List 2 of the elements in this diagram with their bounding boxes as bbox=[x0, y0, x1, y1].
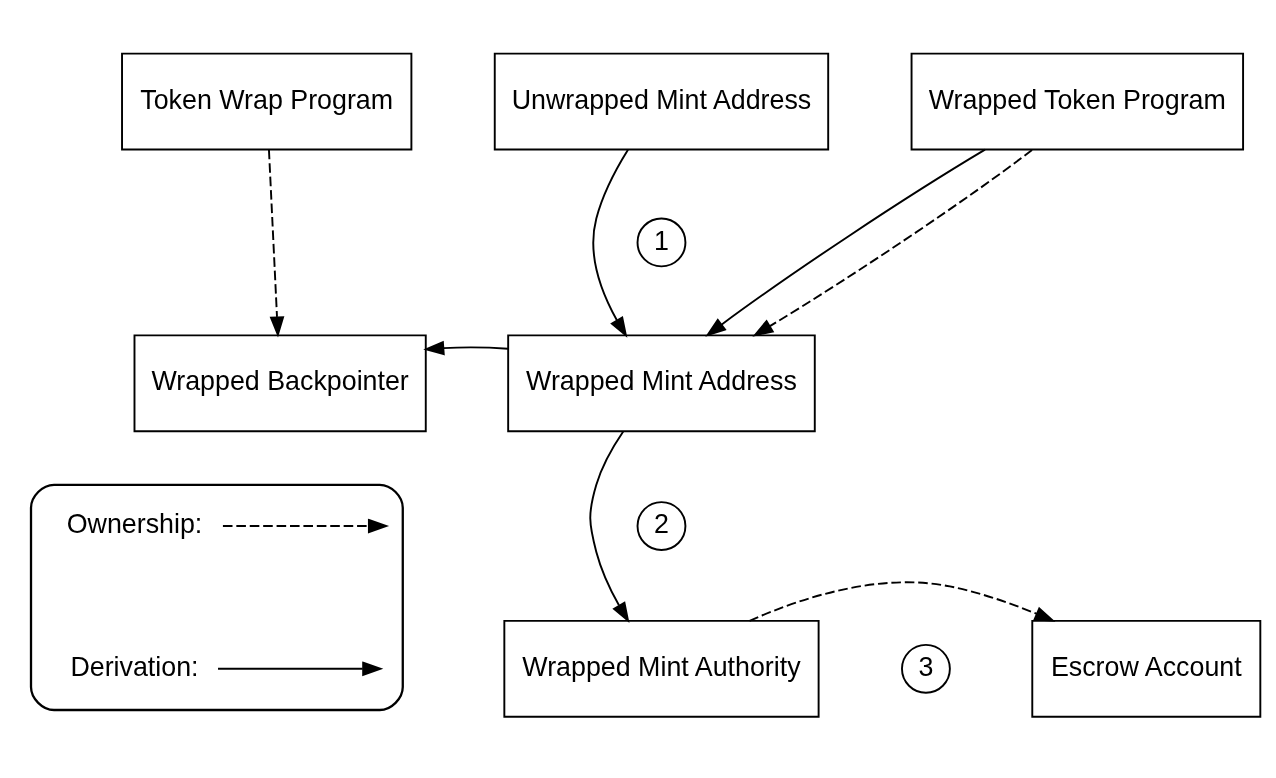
legend-label: Ownership: bbox=[66, 508, 203, 539]
legend-label: Derivation: bbox=[70, 651, 199, 682]
